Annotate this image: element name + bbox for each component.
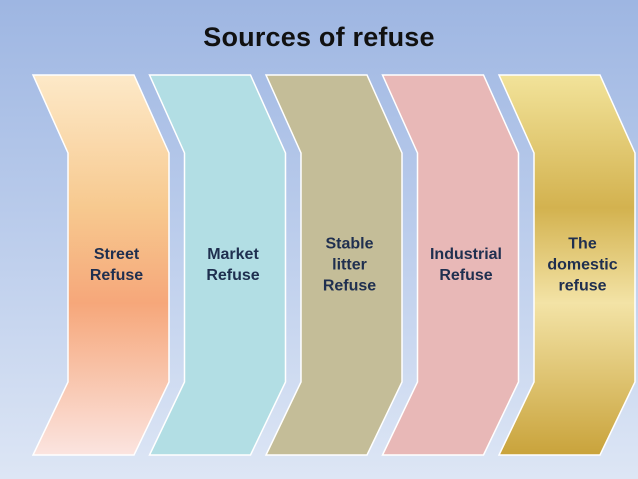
refuse-panel-2	[148, 74, 287, 456]
page-title: Sources of refuse	[203, 22, 435, 52]
refuse-panel-4	[381, 74, 520, 456]
panel-label-2: Market Refuse	[206, 246, 260, 284]
panel-label-4: Industrial Refuse	[429, 246, 502, 284]
panel-label-3: Stable litter Refuse	[322, 235, 377, 295]
panel-label-1: Street Refuse	[89, 246, 144, 284]
refuse-panel-5	[497, 74, 636, 456]
panel-label-5: The domestic refuse	[547, 235, 618, 295]
refuse-panel-3	[264, 74, 403, 456]
refuse-panel-1	[31, 74, 170, 456]
